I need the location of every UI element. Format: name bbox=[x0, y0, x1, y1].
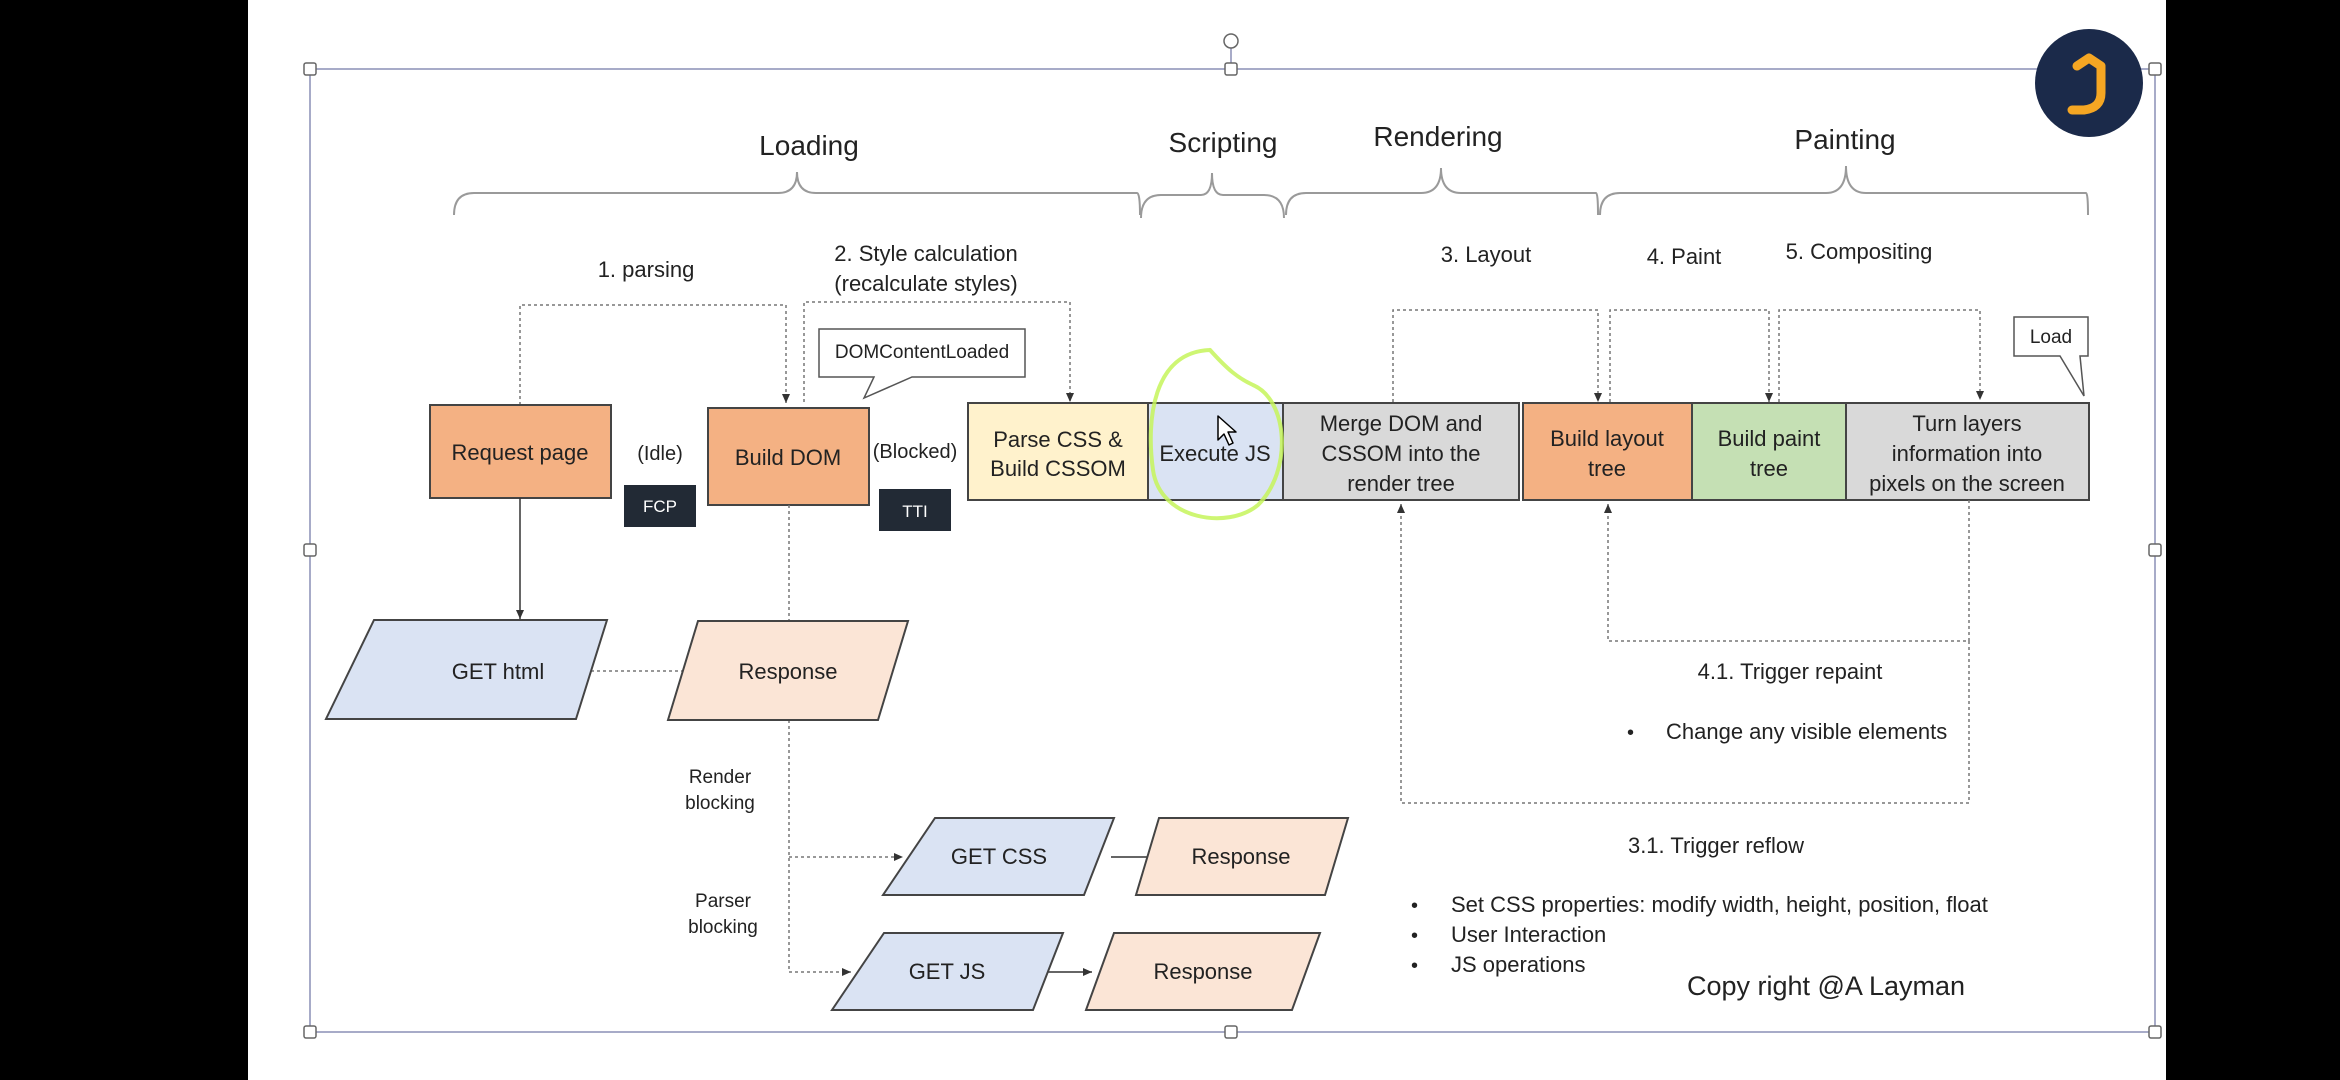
selection-frame[interactable] bbox=[303, 33, 2162, 1039]
build-paint-label: Build paint bbox=[1718, 426, 1821, 451]
get-js-shape[interactable]: GET JS bbox=[830, 932, 1065, 1011]
fcp-label: FCP bbox=[643, 497, 677, 516]
build-paint-sublabel: tree bbox=[1750, 456, 1788, 481]
dom-content-loaded-label: DOMContentLoaded bbox=[835, 342, 1009, 363]
copyright-text: Copy right @A Layman bbox=[1687, 971, 1965, 1001]
response-js-shape[interactable]: Response bbox=[1084, 932, 1322, 1011]
idle-label: (Idle) bbox=[637, 443, 683, 465]
get-html-label: GET html bbox=[452, 659, 545, 684]
resize-handle-tl[interactable] bbox=[303, 62, 317, 76]
layout-connector bbox=[1392, 309, 1602, 402]
rotate-handle[interactable] bbox=[1223, 33, 1239, 49]
paint-connector bbox=[1609, 309, 1773, 402]
step-compositing-label: 5. Compositing bbox=[1786, 239, 1933, 264]
render-blocking-label-2: blocking bbox=[685, 793, 755, 814]
merge-dom-label-2: CSSOM into the bbox=[1322, 441, 1481, 466]
repaint-loop bbox=[1604, 500, 1970, 642]
build-layout-label: Build layout bbox=[1550, 426, 1664, 451]
dom-content-loaded-callout: DOMContentLoaded bbox=[818, 328, 1026, 400]
step-style-calc-label: 2. Style calculation bbox=[834, 241, 1017, 266]
blocked-label: (Blocked) bbox=[873, 441, 957, 463]
get-css-label: GET CSS bbox=[951, 844, 1047, 869]
render-blocking-label-1: Render bbox=[689, 767, 752, 788]
brand-logo-icon bbox=[2035, 29, 2143, 137]
turn-layers-label-3: pixels on the screen bbox=[1869, 471, 2065, 496]
step-paint-label: 4. Paint bbox=[1647, 244, 1722, 269]
reflow-item-3: JS operations bbox=[1451, 952, 1586, 977]
resize-handle-l[interactable] bbox=[303, 543, 317, 557]
step-layout-label: 3. Layout bbox=[1441, 242, 1532, 267]
repaint-bullet: • bbox=[1627, 722, 1634, 744]
execute-js-box[interactable]: Execute JS bbox=[1147, 402, 1284, 501]
phase-painting-label: Painting bbox=[1794, 124, 1895, 155]
reflow-item-1: Set CSS properties: modify width, height… bbox=[1451, 892, 1988, 917]
resize-handle-tr[interactable] bbox=[2148, 62, 2162, 76]
parse-css-label: Parse CSS & bbox=[993, 427, 1123, 452]
reflow-title: 3.1. Trigger reflow bbox=[1628, 833, 1804, 858]
highlighter-circle bbox=[1148, 348, 1284, 521]
repaint-title: 4.1. Trigger repaint bbox=[1698, 659, 1883, 684]
reflow-bullet-1: • bbox=[1411, 895, 1418, 917]
reflow-item-2: User Interaction bbox=[1451, 922, 1606, 947]
request-page-label: Request page bbox=[452, 440, 589, 465]
parser-blocking-label-2: blocking bbox=[688, 917, 758, 938]
parser-blocking-label-1: Parser bbox=[695, 891, 752, 912]
resize-handle-t[interactable] bbox=[1224, 62, 1238, 76]
fcp-badge: FCP bbox=[624, 485, 696, 527]
parse-css-sublabel: Build CSSOM bbox=[990, 456, 1126, 481]
request-page-box[interactable]: Request page bbox=[429, 404, 612, 499]
phase-scripting-label: Scripting bbox=[1169, 127, 1278, 158]
response-html-shape[interactable]: Response bbox=[666, 620, 910, 721]
turn-layers-box[interactable]: Turn layers information into pixels on t… bbox=[1845, 402, 2090, 501]
step-parsing-label: 1. parsing bbox=[598, 257, 695, 282]
build-paint-box[interactable]: Build paint tree bbox=[1691, 402, 1847, 501]
reflow-bullet-2: • bbox=[1411, 925, 1418, 947]
resize-handle-br[interactable] bbox=[2148, 1025, 2162, 1039]
phase-rendering-label: Rendering bbox=[1373, 121, 1502, 152]
build-dom-label: Build DOM bbox=[735, 445, 841, 470]
response-js-label: Response bbox=[1153, 959, 1252, 984]
diagram-canvas: Loading Scripting Rendering Painting 1. … bbox=[303, 29, 2162, 1039]
scripting-brace bbox=[1140, 172, 1285, 219]
render-blocking-connector bbox=[788, 720, 830, 973]
response-css-label: Response bbox=[1191, 844, 1290, 869]
get-css-shape[interactable]: GET CSS bbox=[881, 817, 1116, 896]
execute-js-label: Execute JS bbox=[1159, 441, 1270, 466]
get-js-label: GET JS bbox=[909, 959, 986, 984]
build-dom-box[interactable]: Build DOM bbox=[707, 407, 870, 506]
loading-brace bbox=[453, 171, 1141, 216]
parse-css-box[interactable]: Parse CSS & Build CSSOM bbox=[967, 402, 1149, 501]
reflow-bullet-3: • bbox=[1411, 955, 1418, 977]
merge-dom-label-3: render tree bbox=[1347, 471, 1455, 496]
slide: Loading Scripting Rendering Painting 1. … bbox=[248, 0, 2166, 1080]
painting-brace bbox=[1599, 165, 2089, 216]
merge-dom-box[interactable]: Merge DOM and CSSOM into the render tree bbox=[1282, 402, 1520, 501]
build-layout-box[interactable]: Build layout tree bbox=[1522, 402, 1693, 501]
get-html-shape[interactable]: GET html bbox=[324, 619, 609, 720]
phase-loading-label: Loading bbox=[759, 130, 859, 161]
response-css-shape[interactable]: Response bbox=[1134, 817, 1350, 896]
resize-handle-r[interactable] bbox=[2148, 543, 2162, 557]
mouse-cursor-icon bbox=[1217, 415, 1237, 446]
parsing-connector bbox=[519, 304, 790, 405]
repaint-item: Change any visible elements bbox=[1666, 719, 1947, 744]
reflow-loop bbox=[1397, 504, 1970, 804]
resize-handle-b[interactable] bbox=[1224, 1025, 1238, 1039]
rendering-brace bbox=[1285, 167, 1599, 216]
load-callout: Load bbox=[2013, 316, 2089, 397]
turn-layers-label-1: Turn layers bbox=[1912, 411, 2021, 436]
build-layout-sublabel: tree bbox=[1588, 456, 1626, 481]
resize-handle-bl[interactable] bbox=[303, 1025, 317, 1039]
style-calc-connector bbox=[803, 301, 1074, 402]
compositing-connector bbox=[1778, 309, 1984, 402]
merge-dom-label-1: Merge DOM and bbox=[1320, 411, 1483, 436]
tti-badge: TTI bbox=[879, 489, 951, 531]
load-label: Load bbox=[2030, 327, 2072, 348]
step-style-calc-sublabel: (recalculate styles) bbox=[834, 271, 1017, 296]
response-html-label: Response bbox=[738, 659, 837, 684]
turn-layers-label-2: information into bbox=[1892, 441, 2042, 466]
tti-label: TTI bbox=[902, 502, 928, 521]
